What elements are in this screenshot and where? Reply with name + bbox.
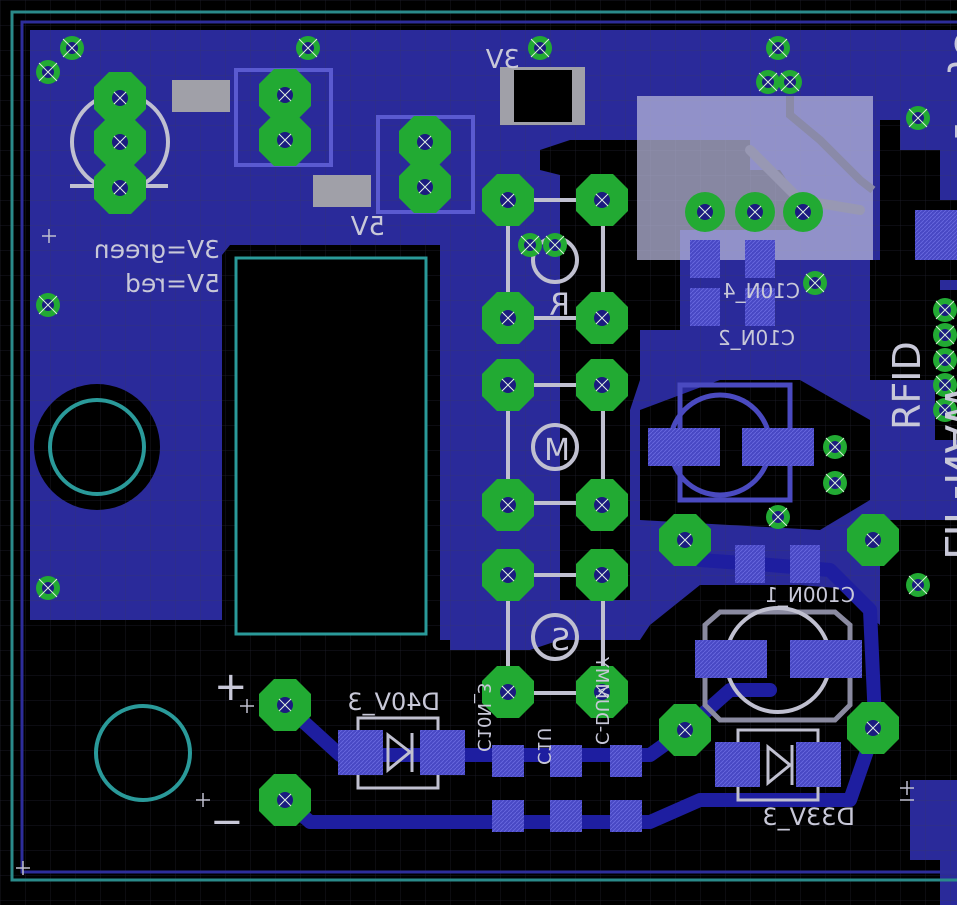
mounting-hole-1 bbox=[48, 398, 146, 496]
label-d40v: D40V_3 bbox=[347, 688, 440, 716]
board-outline bbox=[10, 10, 957, 882]
label-m: M bbox=[544, 433, 570, 468]
smd-pads bbox=[338, 210, 957, 832]
label-rfid: RFID bbox=[885, 341, 929, 430]
module-footprint bbox=[234, 256, 428, 636]
label-c10n4: C10N_4 bbox=[723, 279, 800, 303]
silkscreen-labels: 3V 5V 3V=green 5V=red R M S RFID + − D40… bbox=[94, 29, 957, 845]
origin-markers bbox=[16, 229, 914, 875]
label-minus: − bbox=[210, 799, 244, 845]
label-s: S bbox=[551, 623, 570, 658]
label-plus: + bbox=[214, 664, 248, 710]
label-3v: 3V bbox=[485, 45, 520, 75]
label-edge-bottom: LIF-NAW bbox=[935, 386, 957, 560]
label-edge-e: E bbox=[948, 124, 957, 140]
label-d33v: D33V_3 bbox=[762, 803, 855, 831]
label-5v: 5V bbox=[350, 212, 385, 242]
mounting-hole-2 bbox=[94, 704, 192, 802]
label-r: R bbox=[549, 288, 570, 323]
label-cdummy: C-DUMMY bbox=[591, 656, 612, 745]
connector-silk-block bbox=[637, 96, 873, 260]
label-edge-top: JO bbox=[946, 29, 957, 72]
label-legend-green: 3V=green bbox=[94, 235, 220, 264]
label-c1u: C1U bbox=[533, 728, 554, 765]
label-c10n3: C10N_3 bbox=[473, 683, 494, 752]
label-legend-red: 5V=red bbox=[125, 269, 220, 298]
label-c10n2: C10N_2 bbox=[718, 326, 795, 350]
label-c100n1: C100N_1 bbox=[765, 583, 855, 607]
